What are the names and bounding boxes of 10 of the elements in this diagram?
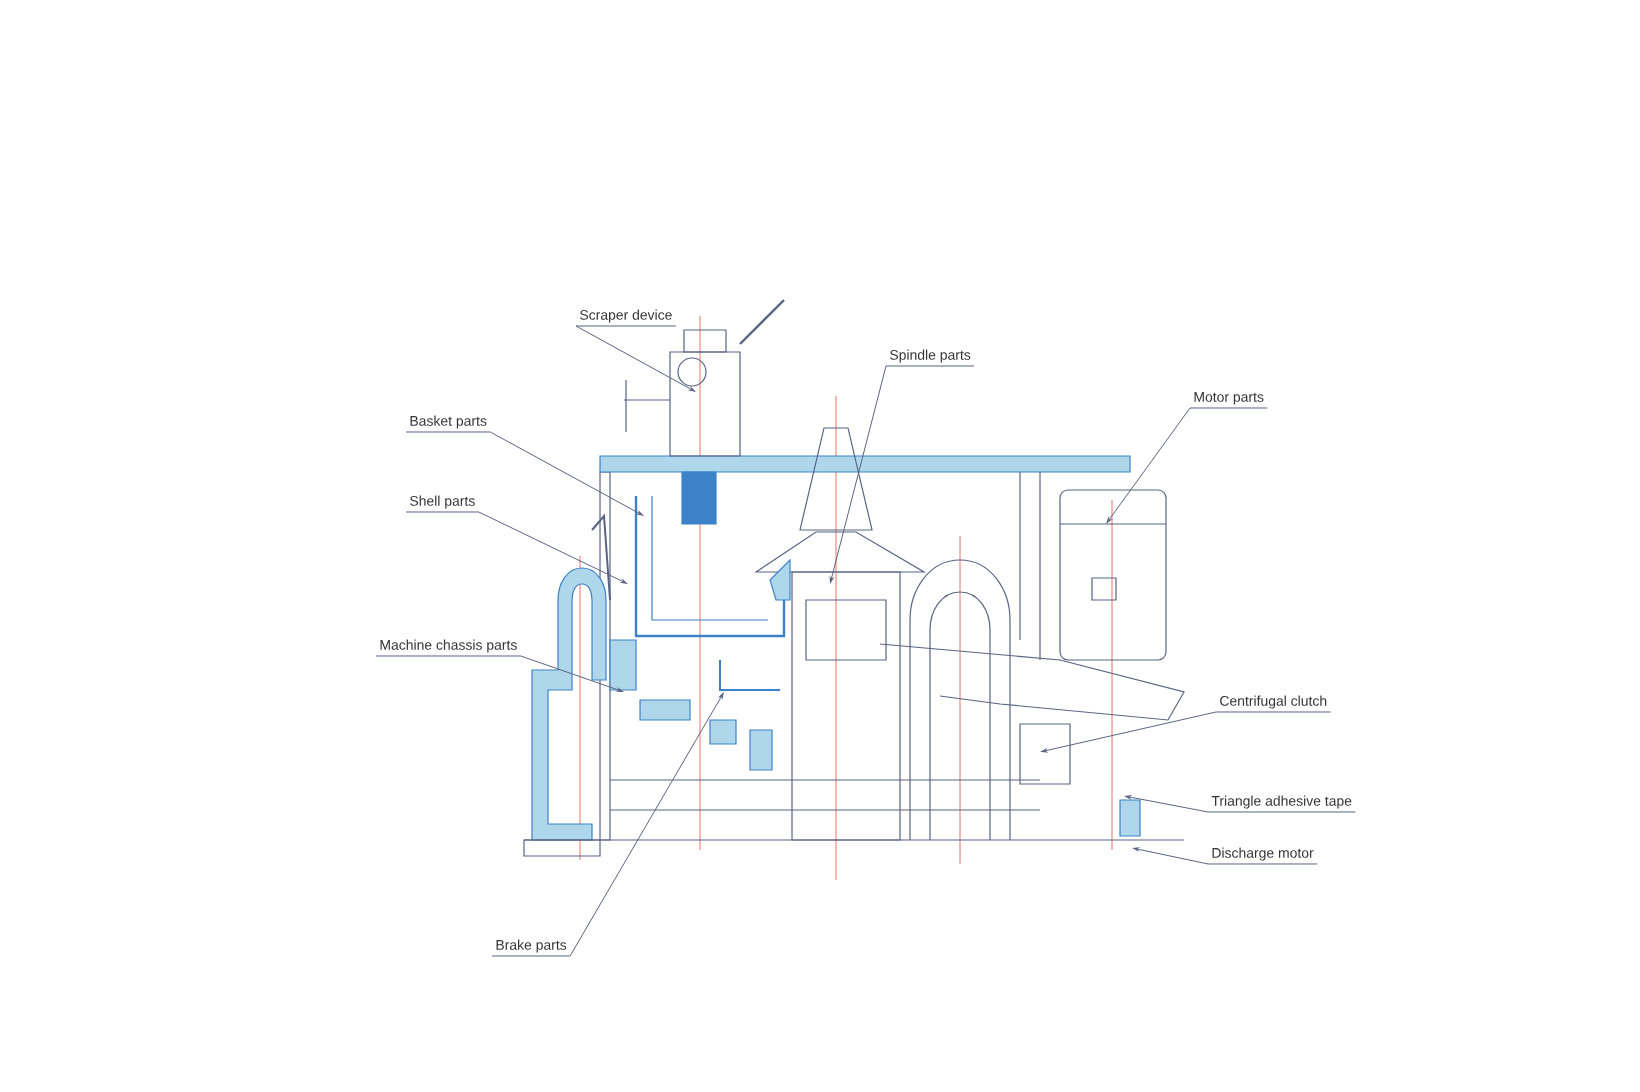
leader-line	[1133, 847, 1318, 865]
leader-line	[491, 692, 724, 957]
leader-line	[405, 511, 627, 584]
leader-line	[829, 365, 975, 583]
leader-line	[375, 655, 623, 692]
leader-line	[575, 325, 696, 392]
leader-line	[1106, 407, 1268, 524]
leader-line	[405, 431, 644, 516]
leader-line	[1125, 795, 1356, 813]
leader-line	[1041, 711, 1332, 753]
